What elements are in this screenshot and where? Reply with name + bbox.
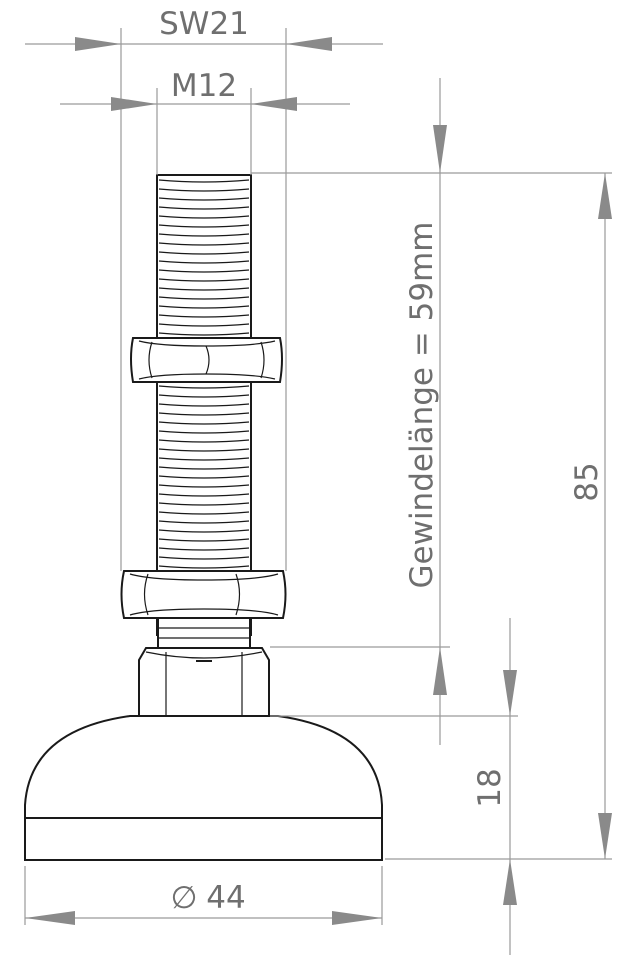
hex-base — [138, 647, 270, 717]
dimension-base-18: 18 — [270, 618, 518, 955]
diameter-symbol: ∅ — [170, 880, 197, 916]
dimension-m12: M12 — [60, 68, 350, 175]
base-height-label: 18 — [472, 768, 508, 807]
sw21-label: SW21 — [159, 6, 249, 42]
m12-label: M12 — [171, 68, 237, 104]
upper-hex-nut — [130, 337, 283, 383]
dimension-sw21: SW21 — [25, 6, 383, 571]
dimension-diameter-44: ∅ 44 — [24, 866, 383, 925]
diameter-label: 44 — [206, 880, 245, 916]
thread-length-label: Gewindelänge = 59mm — [404, 222, 440, 589]
dimension-thread-length: Gewindelänge = 59mm — [251, 78, 612, 745]
threaded-rod — [156, 174, 252, 636]
leveling-foot — [24, 174, 383, 861]
foot-pad — [24, 715, 383, 861]
lower-hex-nut — [120, 570, 287, 619]
neck — [157, 617, 251, 649]
dimension-height-85: 85 — [385, 173, 612, 860]
height-label: 85 — [569, 462, 605, 501]
